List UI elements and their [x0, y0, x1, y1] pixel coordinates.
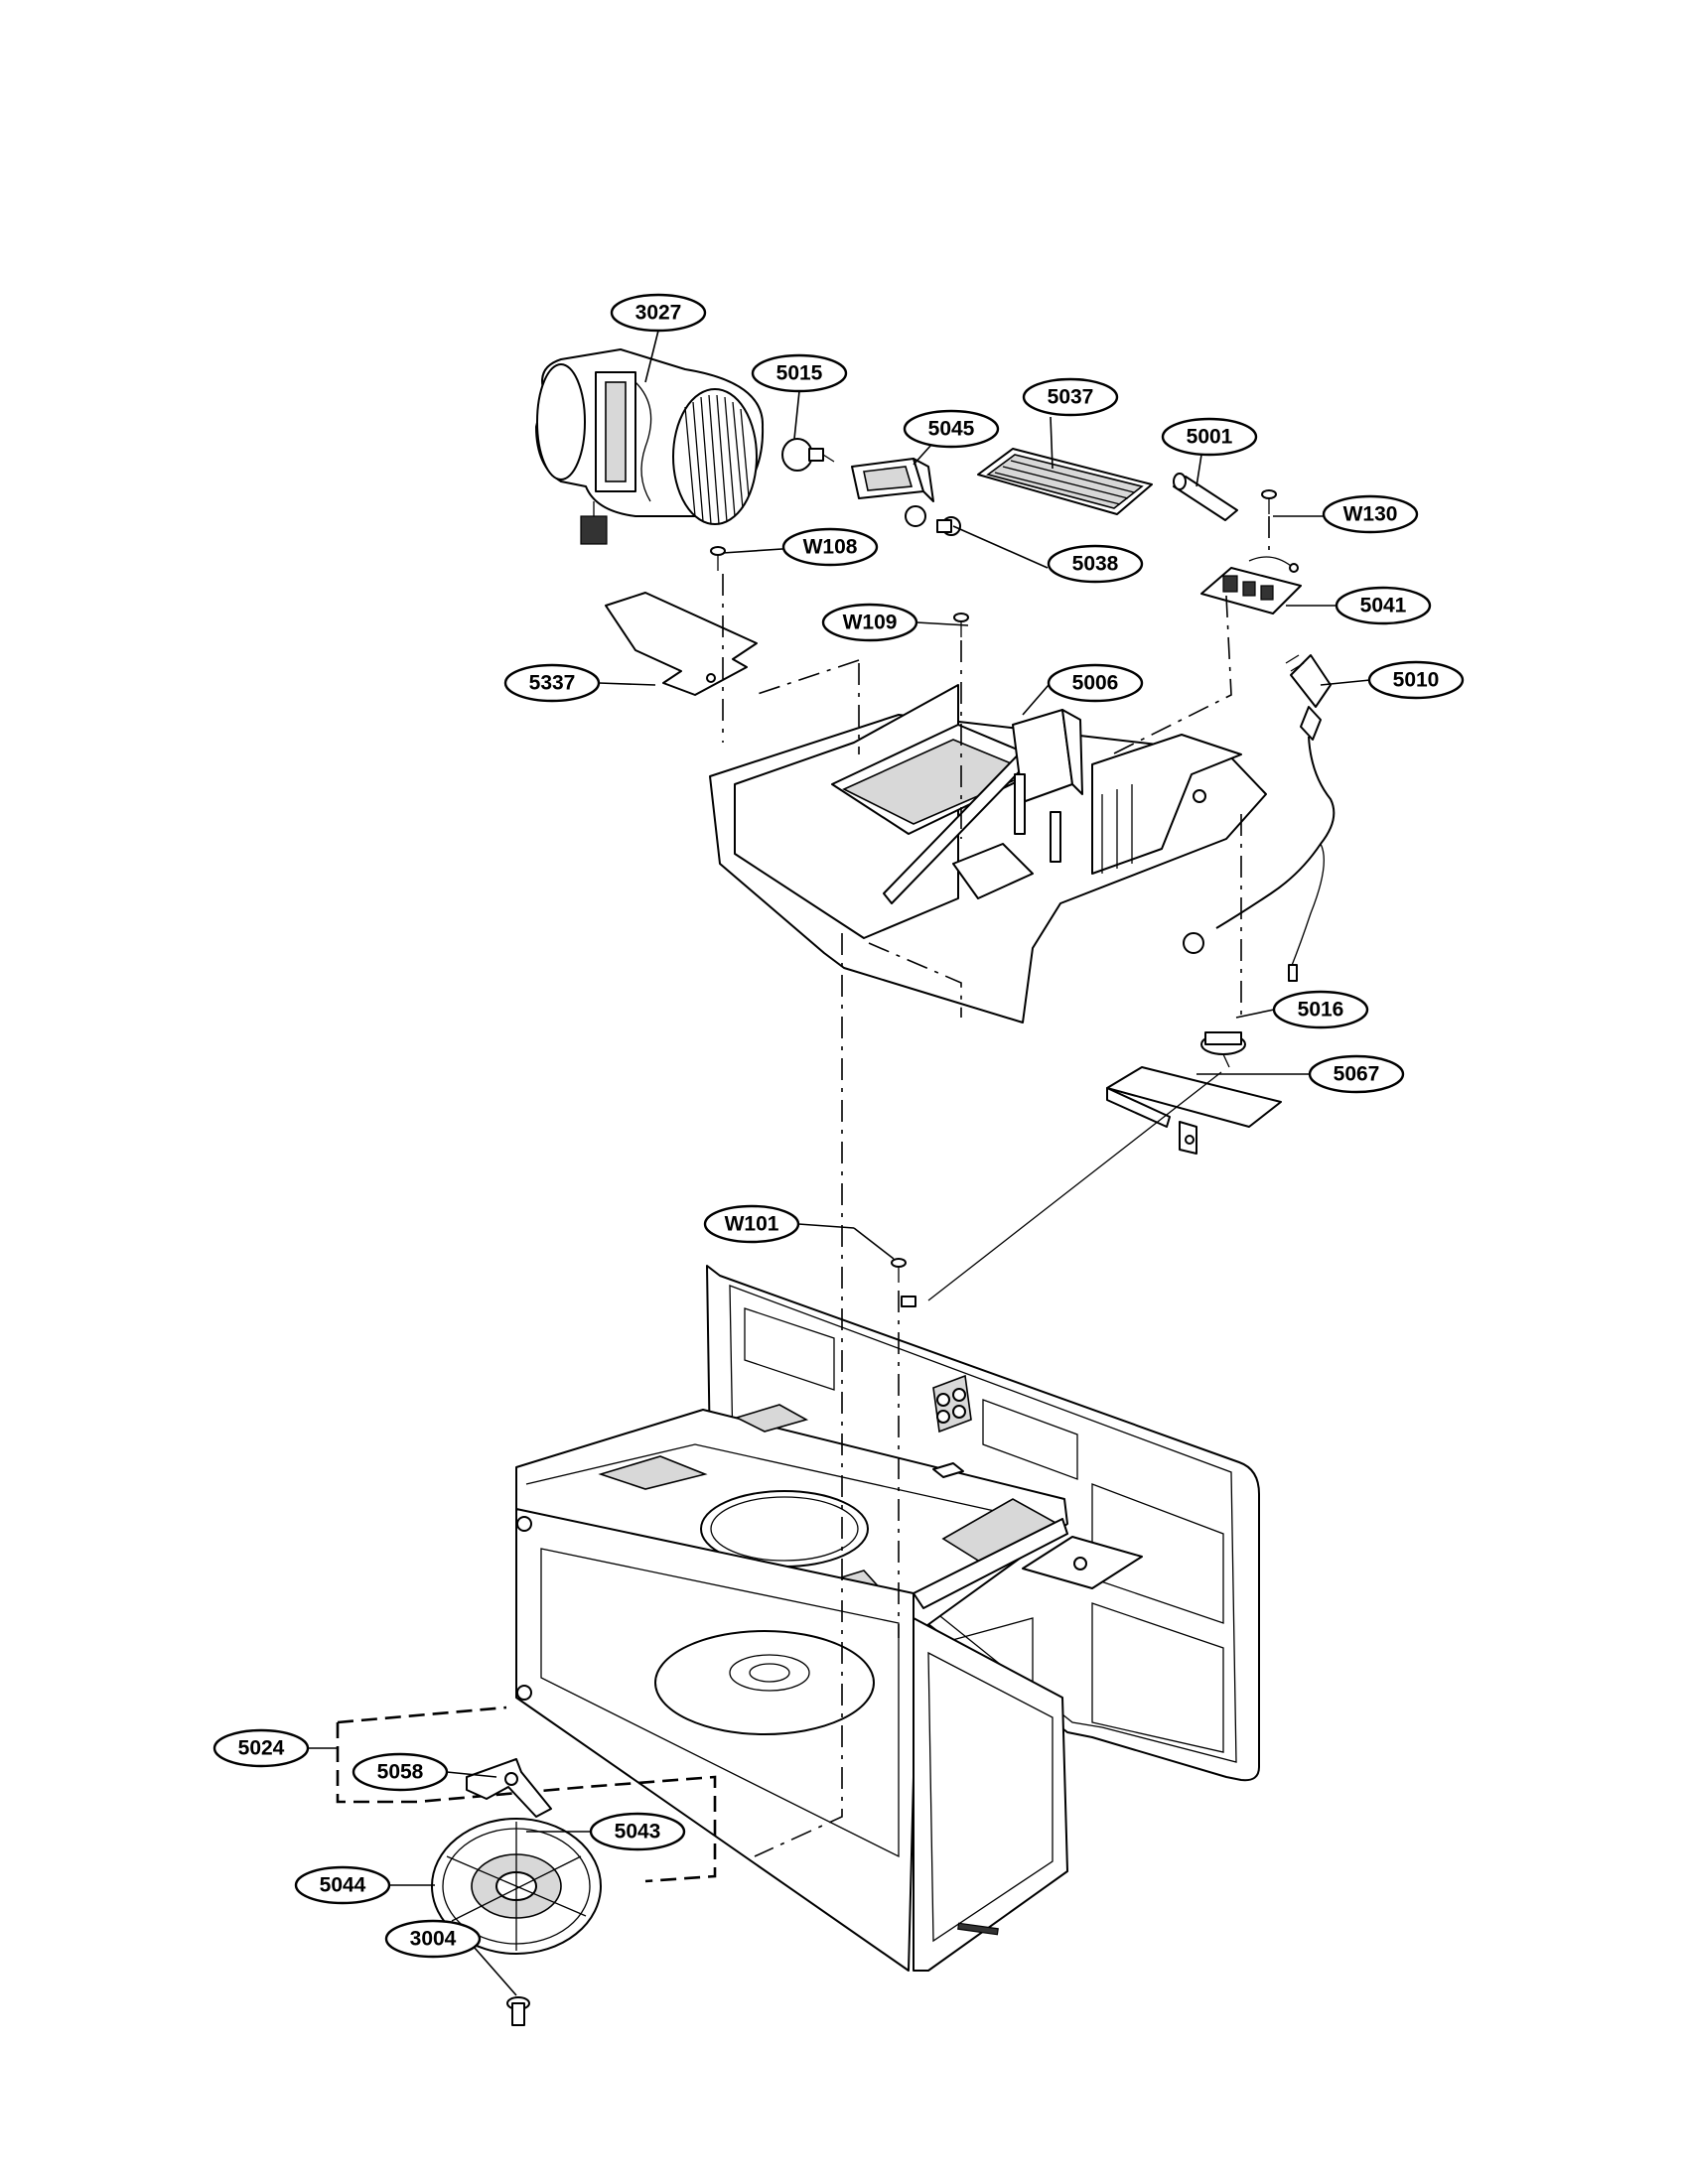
- callout-5001: 5001: [1161, 417, 1258, 457]
- callout-5044: 5044: [294, 1865, 391, 1905]
- callout-label: W109: [843, 612, 898, 634]
- callout-label: 5041: [1360, 595, 1407, 617]
- lamp-bulb: [781, 438, 835, 472]
- callout-3027: 3027: [610, 293, 707, 333]
- thermostat-bracket: [1106, 1066, 1282, 1155]
- callout-label: 3027: [635, 302, 682, 325]
- oven-cavity-chassis: [515, 1265, 1260, 1972]
- callout-label: 5015: [776, 362, 823, 385]
- leader-lines: [308, 330, 1371, 1996]
- callout-5038: 5038: [1047, 544, 1144, 584]
- callout-w130: W130: [1322, 494, 1419, 534]
- callout-label: 5001: [1187, 426, 1233, 449]
- screw-w108: [710, 546, 726, 571]
- stirrer-screw: [506, 1996, 530, 2026]
- callout-label: 5043: [615, 1821, 661, 1843]
- callout-w101: W101: [703, 1204, 800, 1244]
- stirrer-group-bracket: [336, 1706, 717, 1883]
- callout-5024: 5024: [212, 1728, 310, 1768]
- power-cord: [1183, 654, 1336, 982]
- fuse-holder-board: [1200, 556, 1302, 614]
- lamp-socket: [851, 458, 934, 502]
- callout-label: 5016: [1298, 999, 1344, 1022]
- callout-w109: W109: [821, 603, 918, 642]
- callout-5015: 5015: [751, 353, 848, 393]
- callout-5045: 5045: [903, 409, 1000, 449]
- callout-label: 5044: [320, 1874, 366, 1897]
- callout-label: 5067: [1334, 1063, 1380, 1086]
- screw-w130: [1261, 489, 1277, 514]
- callout-label: W108: [803, 536, 858, 559]
- callout-label: 5045: [928, 418, 975, 441]
- callout-5010: 5010: [1367, 660, 1465, 700]
- callout-5006: 5006: [1047, 663, 1144, 703]
- callout-label: 5058: [377, 1761, 424, 1784]
- callout-5058: 5058: [352, 1752, 449, 1792]
- callout-w108: W108: [781, 527, 879, 567]
- thermostat: [1200, 1031, 1246, 1068]
- callout-5037: 5037: [1022, 377, 1119, 417]
- callout-label: 3004: [410, 1928, 457, 1951]
- callout-5337: 5337: [503, 663, 601, 703]
- callout-label: 5337: [529, 672, 576, 695]
- callout-label: 5024: [238, 1737, 285, 1760]
- callout-5016: 5016: [1272, 990, 1369, 1029]
- callout-label: W130: [1343, 503, 1398, 526]
- callout-label: 5006: [1072, 672, 1119, 695]
- stirrer-blade: [466, 1758, 552, 1818]
- stirrer-motor-cover: [431, 1818, 602, 1955]
- screw-w109: [953, 613, 969, 637]
- callout-5041: 5041: [1335, 586, 1432, 625]
- insulation-sheet: [605, 592, 758, 696]
- callout-5043: 5043: [589, 1812, 686, 1851]
- socket-part: [905, 505, 961, 536]
- callout-5067: 5067: [1308, 1054, 1405, 1094]
- grease-filter: [977, 448, 1153, 515]
- screw-w101: [891, 1258, 916, 1307]
- callout-label: W101: [725, 1213, 779, 1236]
- callout-label: 5037: [1048, 386, 1094, 409]
- fan-motor-assembly: [535, 348, 765, 545]
- base-plate: [709, 684, 1267, 1024]
- callout-label: 5010: [1393, 669, 1440, 692]
- fuse-part: [1173, 473, 1238, 521]
- callout-label: 5038: [1072, 553, 1119, 576]
- callout-3004: 3004: [384, 1919, 482, 1959]
